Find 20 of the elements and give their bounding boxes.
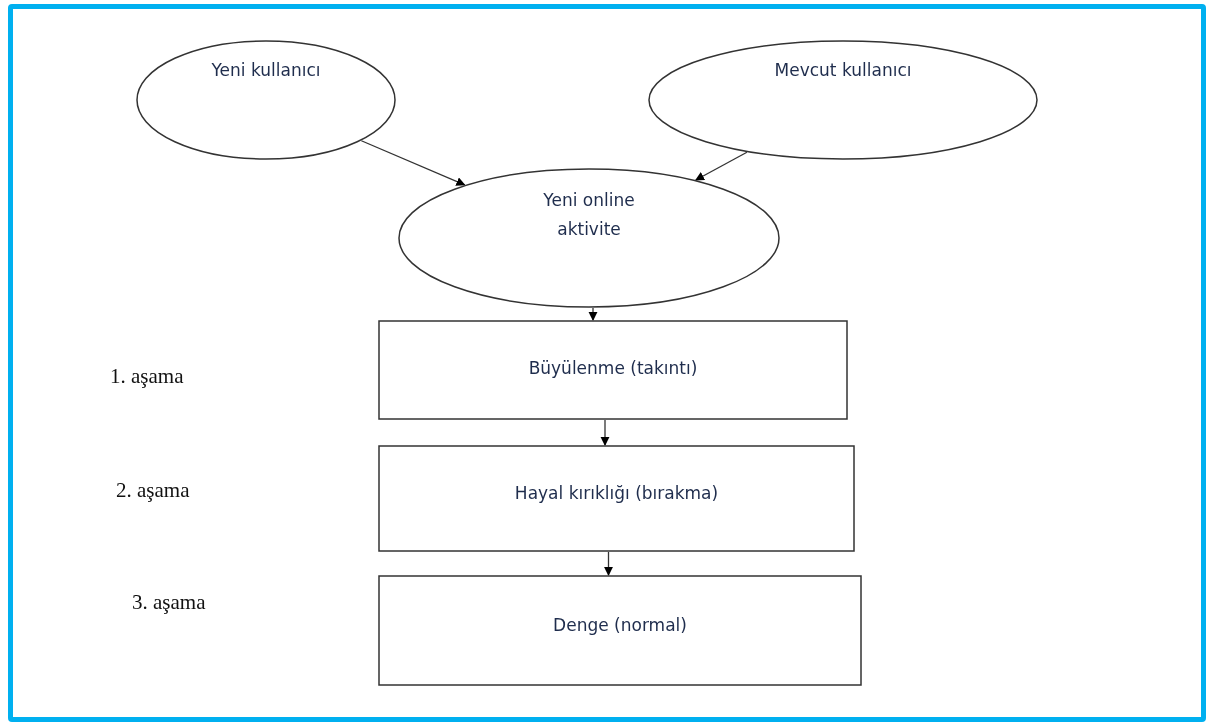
- arrow: [695, 151, 748, 181]
- arrow: [360, 140, 466, 186]
- node-label: Mevcut kullanıcı: [773, 59, 913, 82]
- process-box: [378, 575, 862, 686]
- arrow: [588, 307, 598, 321]
- ellipse-node: [648, 40, 1038, 160]
- process-box: [378, 445, 855, 552]
- stage-label: 1. aşama: [110, 364, 184, 389]
- node-label: Denge (normal): [552, 614, 688, 637]
- process-box: [378, 320, 848, 420]
- node-label: Büyülenme (takıntı): [527, 357, 699, 380]
- stage-label: 3. aşama: [132, 590, 206, 615]
- node-label: Yeni online aktivite: [542, 189, 636, 241]
- node-label: Hayal kırıklığı (bırakma): [513, 482, 720, 505]
- node-label: Yeni kullanıcı: [210, 59, 322, 82]
- stage-label: 2. aşama: [116, 478, 190, 503]
- ellipse-node: [136, 40, 396, 160]
- arrow: [603, 551, 614, 576]
- arrow: [600, 419, 610, 446]
- ellipse-node: [398, 168, 780, 308]
